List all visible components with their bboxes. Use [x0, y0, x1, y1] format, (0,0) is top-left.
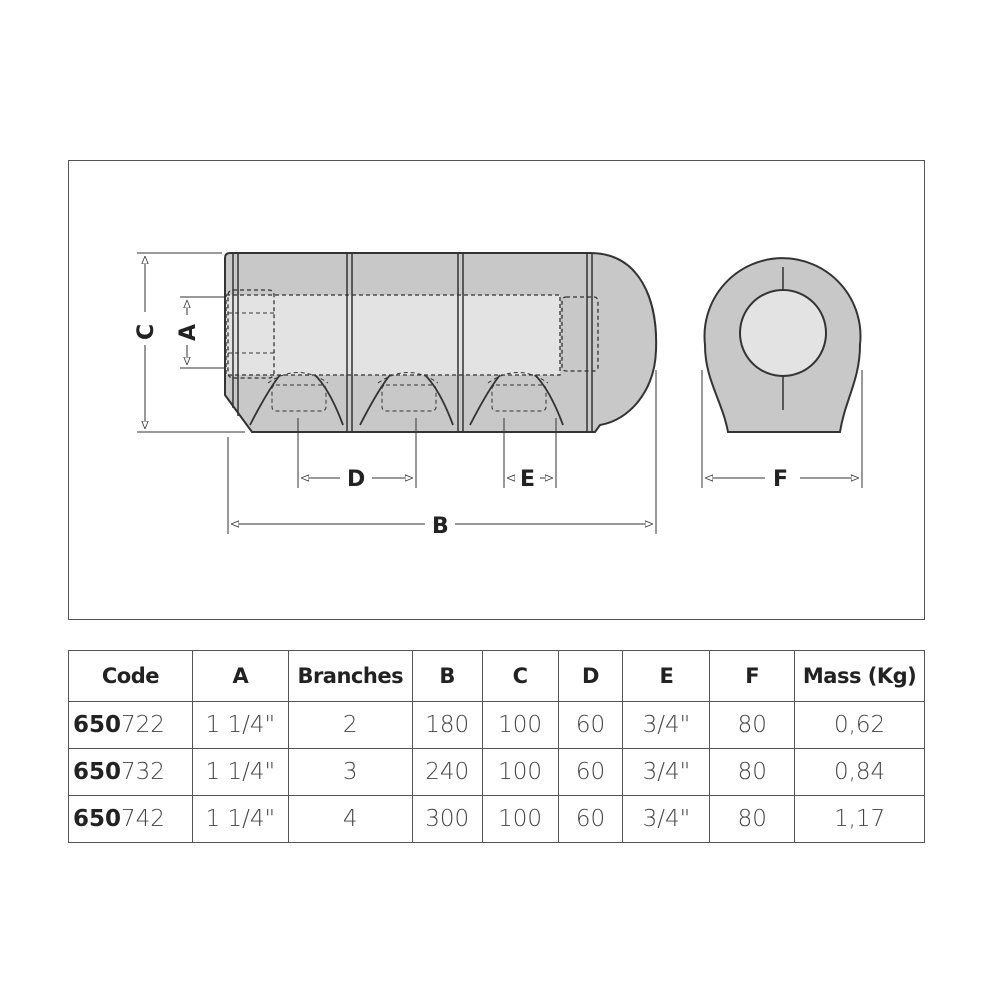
clip-bands [232, 253, 593, 432]
cell-c: 100 [481, 795, 559, 843]
table-row: 650722 1 1/4" 2 180 100 60 3/4" 80 0,62 [68, 701, 925, 749]
cell-d: 60 [557, 701, 624, 749]
cell-branches: 3 [287, 748, 413, 796]
drawing-frame [68, 160, 925, 620]
cell-a: 1 1/4" [191, 701, 289, 749]
header-mass: Mass (Kg) [794, 650, 925, 702]
cell-d: 60 [557, 795, 624, 843]
end-view [703, 257, 862, 433]
left-thread [227, 289, 275, 379]
cell-mass: 0,84 [794, 748, 925, 796]
dim-label-f: F [773, 467, 788, 492]
code-prefix: 650 [73, 759, 122, 785]
cell-c: 100 [481, 701, 559, 749]
dim-label-b: B [432, 514, 449, 539]
cell-b: 180 [411, 701, 483, 749]
dim-label-a: A [176, 324, 201, 341]
dim-label-c: C [134, 324, 159, 340]
cell-f: 80 [709, 701, 796, 749]
dim-label-d: D [347, 467, 365, 492]
header-branches: Branches [287, 650, 413, 702]
cell-f: 80 [709, 795, 796, 843]
header-c: C [481, 650, 559, 702]
header-d: D [557, 650, 624, 702]
end-bore [739, 289, 827, 377]
cell-code: 650732 [68, 748, 193, 796]
table-header-row: Code A Branches B C D E F Mass (Kg) [68, 650, 925, 702]
outlets [249, 372, 564, 426]
cell-mass: 0,62 [794, 701, 925, 749]
code-prefix: 650 [73, 712, 122, 738]
outlet-1 [249, 372, 344, 426]
cell-code: 650742 [68, 795, 193, 843]
code-suffix: 722 [121, 712, 165, 738]
table-row: 650742 1 1/4" 4 300 100 60 3/4" 80 1,17 [68, 795, 925, 843]
header-b: B [411, 650, 483, 702]
header-f: F [709, 650, 796, 702]
dimensions [137, 252, 863, 534]
code-suffix: 742 [121, 806, 165, 832]
cell-a: 1 1/4" [191, 748, 289, 796]
dimensions-table: Code A Branches B C D E F Mass (Kg) 6507… [68, 650, 925, 843]
cell-b: 300 [411, 795, 483, 843]
cell-mass: 1,17 [794, 795, 925, 843]
cell-code: 650722 [68, 701, 193, 749]
cell-d: 60 [557, 748, 624, 796]
header-e: E [622, 650, 711, 702]
code-suffix: 732 [121, 759, 165, 785]
cell-f: 80 [709, 748, 796, 796]
outlet-2 [359, 372, 454, 426]
cell-a: 1 1/4" [191, 795, 289, 843]
inner-bore [225, 294, 561, 376]
cell-c: 100 [481, 748, 559, 796]
outlet-3 [469, 372, 564, 426]
cell-e: 3/4" [622, 795, 711, 843]
cell-branches: 4 [287, 795, 413, 843]
cell-e: 3/4" [622, 748, 711, 796]
technical-drawing: C A D E B F [134, 252, 863, 539]
end-plug [561, 296, 599, 372]
table-row: 650732 1 1/4" 3 240 100 60 3/4" 80 0,84 [68, 748, 925, 796]
code-prefix: 650 [73, 806, 122, 832]
dim-label-e: E [520, 467, 535, 492]
side-view [224, 252, 658, 433]
cell-e: 3/4" [622, 701, 711, 749]
header-code: Code [68, 650, 193, 702]
cell-b: 240 [411, 748, 483, 796]
cell-branches: 2 [287, 701, 413, 749]
header-a: A [191, 650, 289, 702]
